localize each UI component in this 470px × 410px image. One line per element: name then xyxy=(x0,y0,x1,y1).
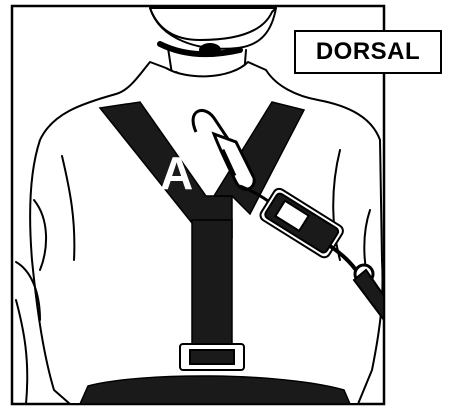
view-label: DORSAL xyxy=(294,30,442,74)
buckle-icon xyxy=(180,344,244,370)
anchor-point-label: A xyxy=(160,150,193,196)
